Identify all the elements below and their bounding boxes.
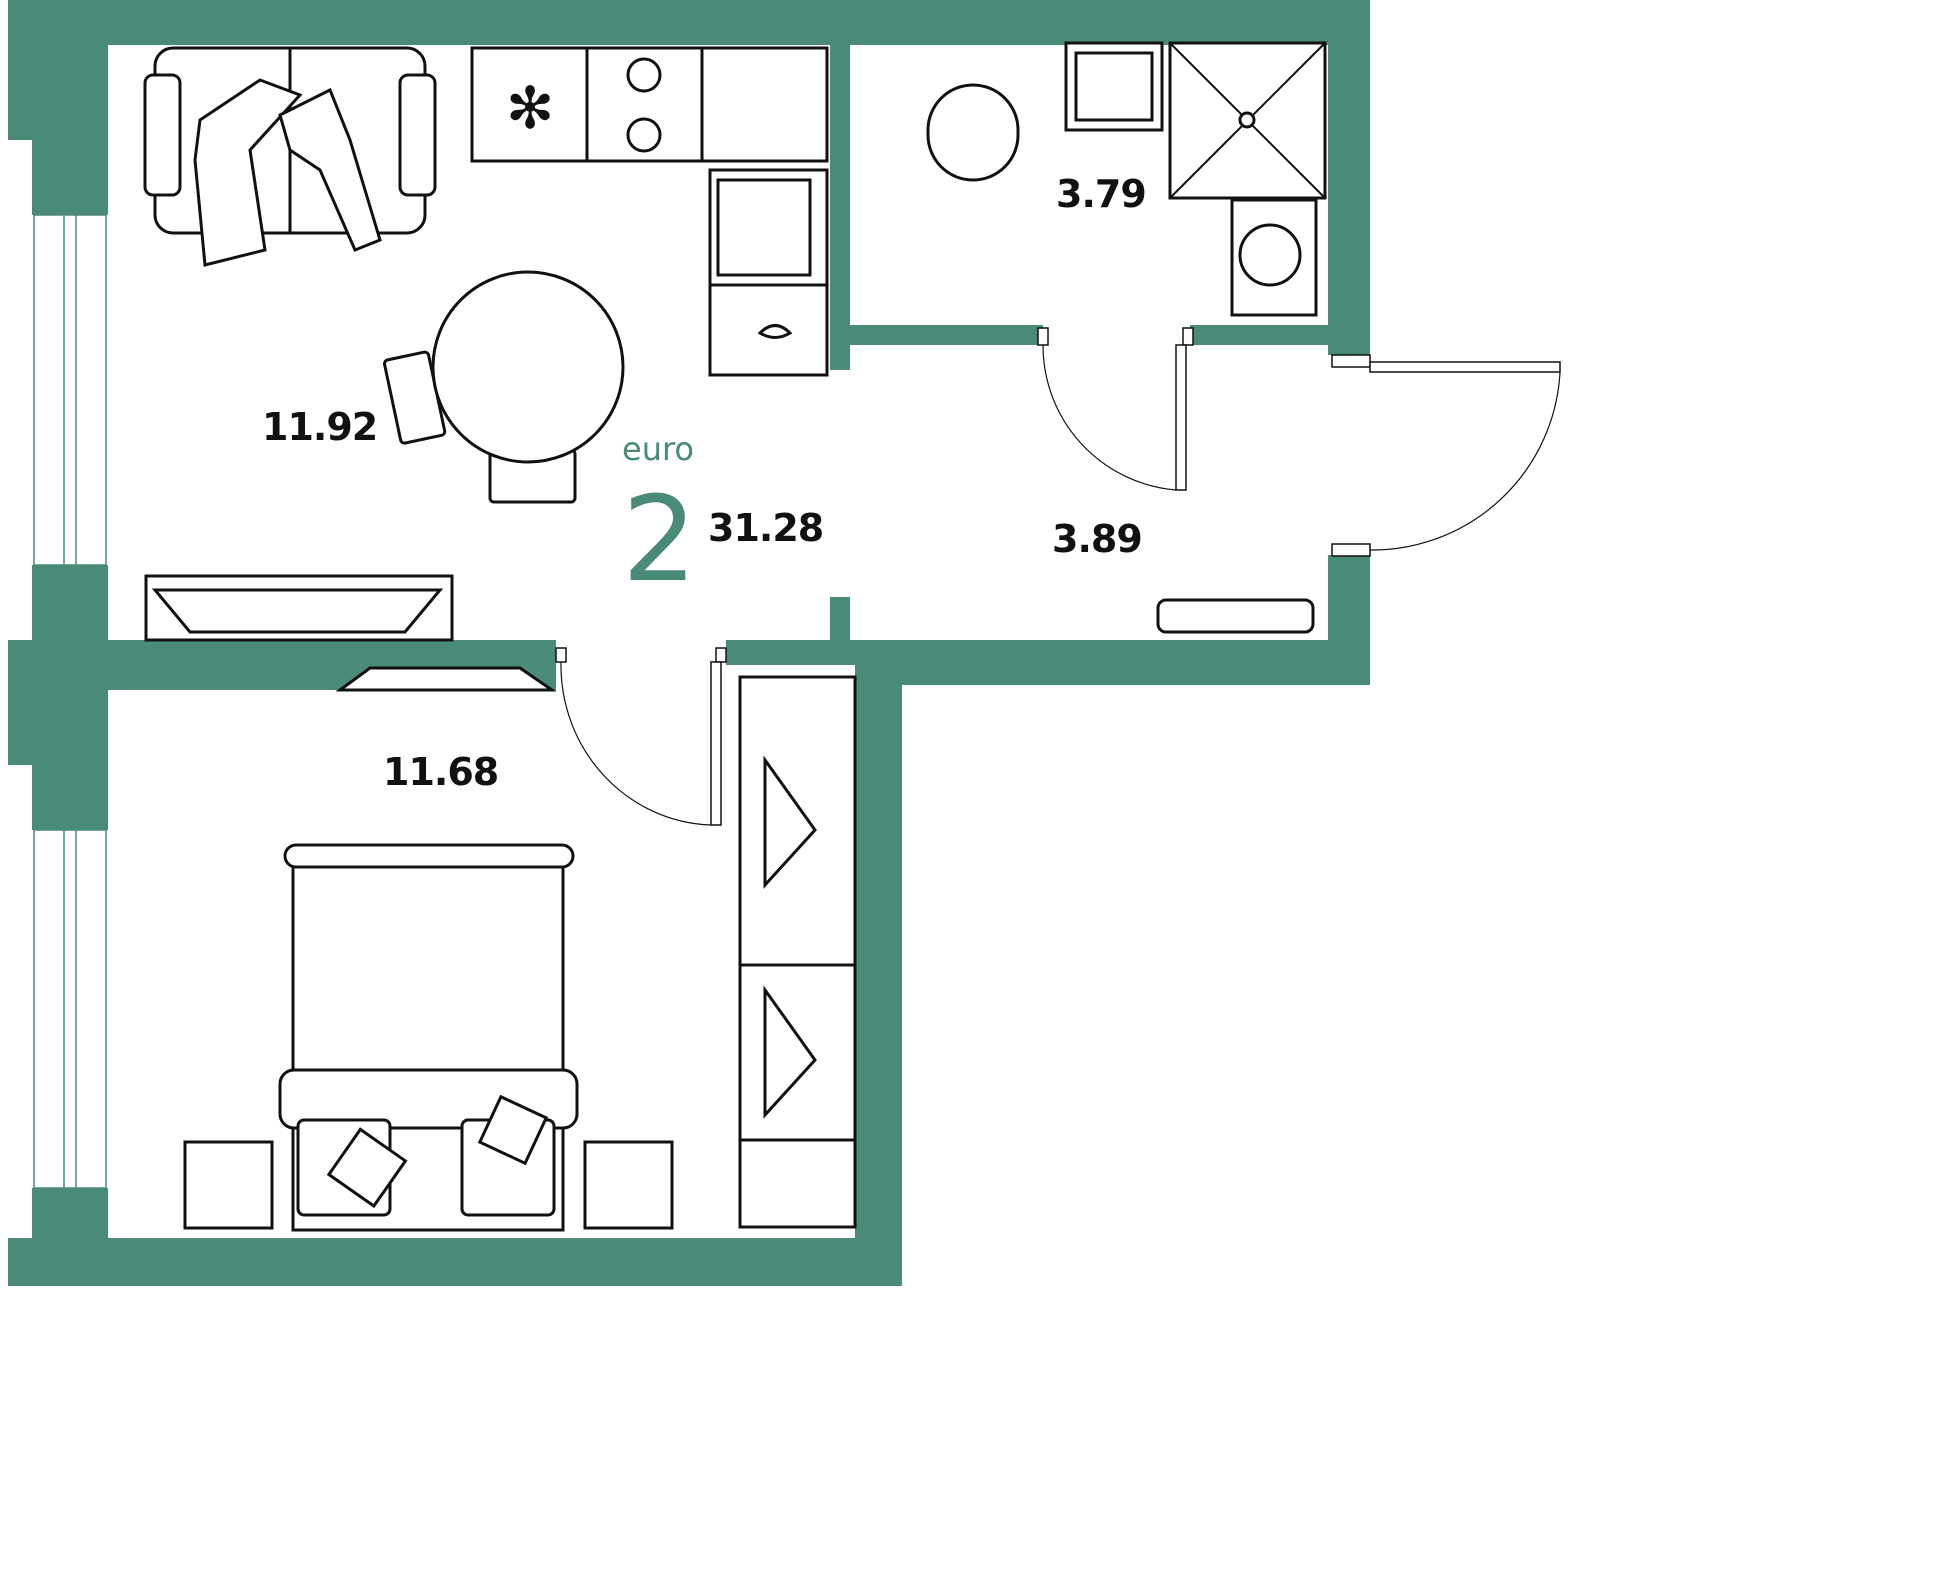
svg-text:✻: ✻ xyxy=(506,74,555,142)
total-area: 31.28 xyxy=(708,506,824,550)
doors xyxy=(555,327,1561,826)
room-count: 2 xyxy=(622,470,698,608)
room-area-living: 11.92 xyxy=(262,405,378,449)
room-area-hallway: 3.89 xyxy=(1052,517,1143,561)
room-area-bedroom: 11.68 xyxy=(383,750,499,794)
walls xyxy=(8,0,1370,1286)
dining-table xyxy=(431,270,625,464)
toilet xyxy=(926,83,1020,182)
furniture: ✻ xyxy=(143,41,1327,1232)
wardrobe xyxy=(738,675,857,1229)
apartment-type: euro xyxy=(622,430,694,468)
room-area-bathroom: 3.79 xyxy=(1056,172,1147,216)
nightstand xyxy=(583,1140,674,1230)
windows xyxy=(33,214,107,1189)
nightstand xyxy=(183,1140,274,1230)
radiator xyxy=(1156,598,1315,634)
